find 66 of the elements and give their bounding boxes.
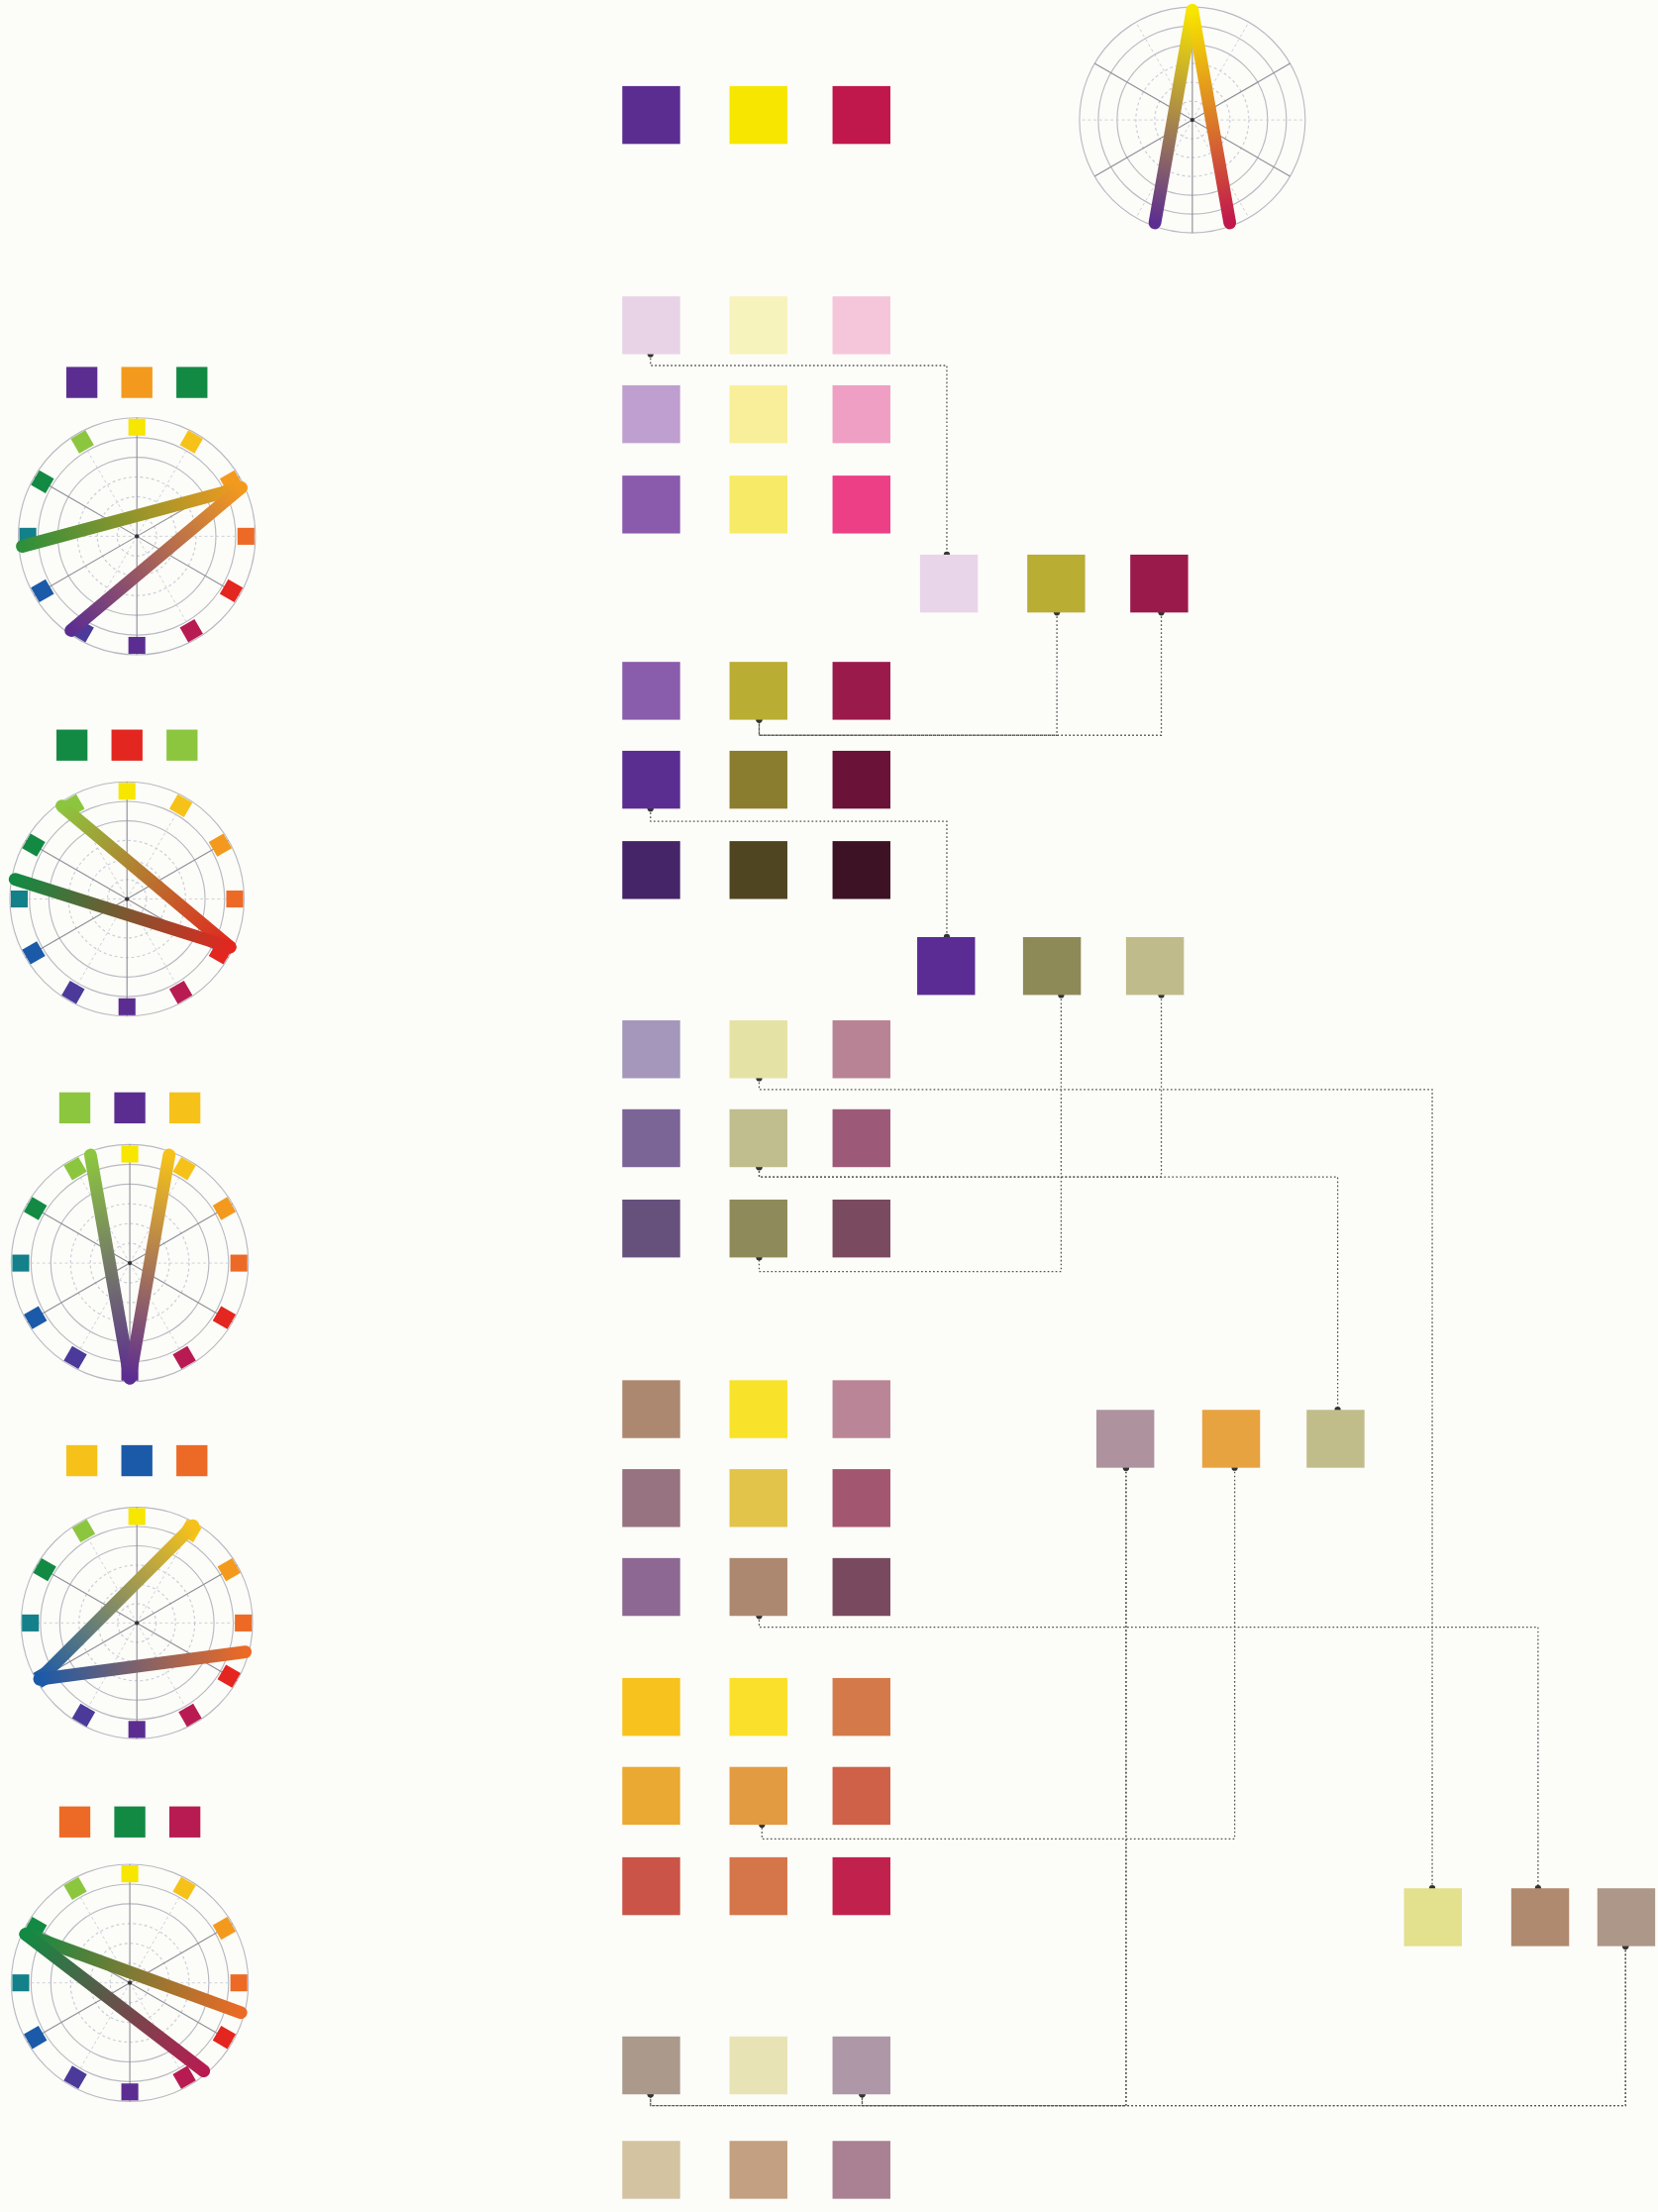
color-square bbox=[832, 1380, 890, 1438]
color-square bbox=[729, 1766, 787, 1826]
color-square bbox=[1510, 1888, 1570, 1947]
color-square bbox=[622, 296, 680, 355]
color-square bbox=[729, 475, 787, 534]
color-square bbox=[729, 841, 787, 899]
color-square bbox=[729, 2141, 787, 2199]
color-square bbox=[832, 1677, 890, 1737]
color-square bbox=[919, 554, 979, 613]
color-square bbox=[832, 2036, 890, 2095]
color-square bbox=[832, 384, 890, 444]
color-square bbox=[1096, 1410, 1155, 1468]
color-square bbox=[622, 1200, 680, 1258]
color-square bbox=[729, 1469, 787, 1527]
color-square bbox=[622, 1856, 680, 1916]
color-square bbox=[832, 1469, 890, 1527]
color-square bbox=[622, 85, 680, 145]
color-square bbox=[729, 1856, 787, 1916]
color-square bbox=[622, 384, 680, 444]
color-square bbox=[729, 85, 787, 145]
color-square bbox=[622, 1380, 680, 1438]
color-square bbox=[622, 1766, 680, 1826]
color-square bbox=[729, 1380, 787, 1438]
color-square bbox=[1022, 937, 1082, 996]
color-square bbox=[832, 296, 890, 355]
color-square bbox=[729, 750, 787, 809]
color-square bbox=[832, 85, 890, 145]
color-square bbox=[832, 1020, 890, 1079]
color-square bbox=[729, 1557, 787, 1617]
color-square bbox=[622, 2141, 680, 2199]
color-square bbox=[729, 1200, 787, 1258]
color-square bbox=[622, 750, 680, 809]
color-square bbox=[622, 1020, 680, 1079]
color-square bbox=[1130, 554, 1189, 613]
color-square bbox=[832, 662, 890, 720]
color-square bbox=[1125, 937, 1185, 996]
color-square bbox=[832, 1108, 890, 1168]
color-square bbox=[729, 1677, 787, 1737]
color-square bbox=[729, 662, 787, 720]
color-square bbox=[1027, 554, 1086, 613]
color-square bbox=[622, 1108, 680, 1168]
color-square bbox=[832, 475, 890, 534]
color-square bbox=[1597, 1888, 1656, 1947]
color-square bbox=[729, 1020, 787, 1079]
color-square bbox=[917, 937, 976, 996]
color-square bbox=[729, 1108, 787, 1168]
color-square bbox=[1403, 1888, 1462, 1947]
color-square bbox=[729, 384, 787, 444]
color-square bbox=[622, 1469, 680, 1527]
color-square bbox=[1201, 1410, 1261, 1468]
color-square bbox=[622, 475, 680, 534]
color-square bbox=[622, 1557, 680, 1617]
color-square bbox=[832, 750, 890, 809]
color-square bbox=[832, 1856, 890, 1916]
color-square bbox=[832, 2141, 890, 2199]
color-square bbox=[622, 662, 680, 720]
color-square bbox=[832, 1557, 890, 1617]
color-square bbox=[622, 841, 680, 899]
color-square bbox=[622, 1677, 680, 1737]
color-square bbox=[622, 2036, 680, 2095]
color-square bbox=[832, 841, 890, 899]
color-square bbox=[729, 296, 787, 355]
color-square bbox=[832, 1766, 890, 1826]
color-square bbox=[1306, 1410, 1365, 1468]
color-square bbox=[832, 1200, 890, 1258]
color-square bbox=[729, 2036, 787, 2095]
